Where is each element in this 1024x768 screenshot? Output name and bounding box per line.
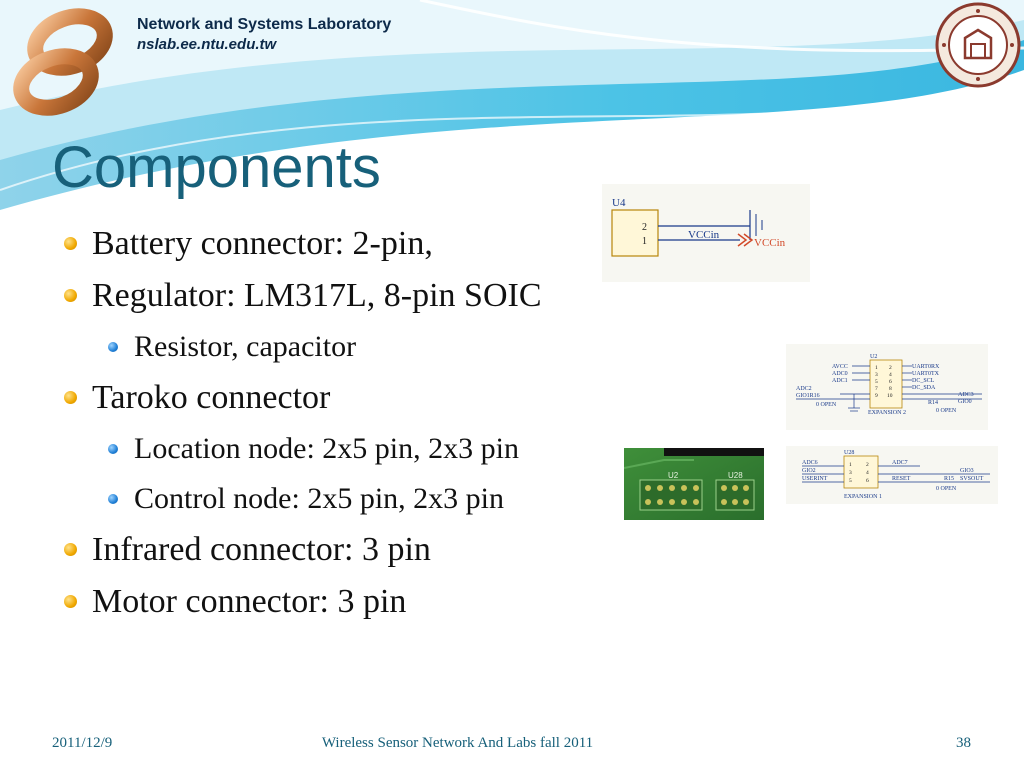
u2-open-left: 0 OPEN xyxy=(816,402,837,408)
footer-page-number: 38 xyxy=(956,735,971,751)
u2-gio0: GIO0 xyxy=(958,399,972,405)
pcb-label-u2: U2 xyxy=(668,471,679,480)
bullet-list: Battery connector: 2-pin, Regulator: LM3… xyxy=(62,220,542,630)
bullet-item: Motor connector: 3 pin xyxy=(62,578,542,630)
svg-text:9: 9 xyxy=(875,393,878,399)
u2-ref: U2 xyxy=(870,354,877,360)
bullet-text: Location node: 2x5 pin, 2x3 pin xyxy=(134,432,519,465)
svg-text:5: 5 xyxy=(875,379,878,385)
bullet-text: Battery connector: 2-pin, xyxy=(92,225,433,262)
svg-text:2: 2 xyxy=(866,462,869,468)
bullet-dot-icon xyxy=(64,289,77,302)
bullet-dot-icon xyxy=(64,237,77,250)
footer-course: Wireless Sensor Network And Labs fall 20… xyxy=(321,735,594,751)
u28-right-label: ADC7 xyxy=(892,460,908,466)
svg-text:6: 6 xyxy=(866,478,869,484)
lab-name: Network and Systems Laboratory xyxy=(137,16,392,33)
u4-net-port: VCCin xyxy=(754,237,786,249)
sub-bullet-item: Control node: 2x5 pin, 2x3 pin xyxy=(62,476,542,526)
bullet-text: Regulator: LM317L, 8-pin SOIC xyxy=(92,277,542,314)
nslab-logo-icon xyxy=(13,8,113,116)
u2-right-label: DC_SDA xyxy=(912,385,936,391)
u28-expansion: EXPANSION 1 xyxy=(844,494,882,500)
u2-open-right: 0 OPEN xyxy=(936,408,957,414)
footer-date: 2011/12/9 xyxy=(52,735,113,751)
u4-pin-top: 2 xyxy=(642,222,647,233)
u4-net-label: VCCin xyxy=(688,229,720,241)
u2-right-label: DC_SCL xyxy=(912,378,935,384)
u2-adc2: ADC2 xyxy=(796,386,812,392)
u2-expansion: EXPANSION 2 xyxy=(868,410,906,416)
svg-text:1: 1 xyxy=(875,365,878,371)
u2-right-label: UART0RX xyxy=(912,364,940,370)
u4-pin-bottom: 1 xyxy=(642,236,647,247)
u2-left-label: AVCC xyxy=(832,364,848,370)
u28-svsout: SVSOUT xyxy=(960,476,984,482)
bullet-text: Infrared connector: 3 pin xyxy=(92,531,431,568)
svg-text:2: 2 xyxy=(889,365,892,371)
svg-text:8: 8 xyxy=(889,386,892,392)
bullet-item: Infrared connector: 3 pin xyxy=(62,526,542,578)
bullet-text: Motor connector: 3 pin xyxy=(92,583,407,620)
bullet-item: Regulator: LM317L, 8-pin SOIC xyxy=(62,272,542,324)
svg-text:5: 5 xyxy=(849,478,852,484)
u28-gio3: GIO3 xyxy=(960,468,974,474)
u28-r15: R15 xyxy=(944,476,954,482)
slide-title: Components xyxy=(52,135,381,200)
u28-right-label: RESET xyxy=(892,476,911,482)
u2-right-label: UART0TX xyxy=(912,371,940,377)
sub-bullet-item: Location node: 2x5 pin, 2x3 pin xyxy=(62,426,542,476)
u28-ref: U28 xyxy=(844,450,854,456)
sub-bullet-item: Resistor, capacitor xyxy=(62,324,542,374)
u28-left-label: USERINT xyxy=(802,476,828,482)
u28-left-label: ADC6 xyxy=(802,460,818,466)
svg-text:4: 4 xyxy=(866,470,869,476)
u28-left-label: GIO2 xyxy=(802,468,816,474)
sub-bullet-dot-icon xyxy=(108,444,118,454)
u2-left-label: ADC1 xyxy=(832,378,848,384)
svg-text:1: 1 xyxy=(849,462,852,468)
pcb-photo: U2 U28 xyxy=(624,448,764,520)
svg-text:4: 4 xyxy=(889,372,892,378)
pcb-label-u28: U28 xyxy=(728,471,743,480)
schematic-u28-expansion1: U28 ADC6 GIO2 USERINT ADC7 RESET R15 SVS… xyxy=(786,446,998,504)
university-seal-icon xyxy=(935,2,1021,88)
bullet-item: Taroko connector xyxy=(62,374,542,426)
bullet-item: Battery connector: 2-pin, xyxy=(62,220,542,272)
schematic-u2-expansion2: U2 AVCC ADC0 ADC1 UART0RX UART0TX DC_SCL… xyxy=(786,344,988,430)
u2-left-label: ADC0 xyxy=(832,371,848,377)
bullet-dot-icon xyxy=(64,543,77,556)
bullet-text: Resistor, capacitor xyxy=(134,330,357,363)
sub-bullet-dot-icon xyxy=(108,342,118,352)
header-banner xyxy=(0,0,1024,210)
svg-text:7: 7 xyxy=(875,386,878,392)
bullet-dot-icon xyxy=(64,391,77,404)
u4-ref: U4 xyxy=(612,197,626,209)
u2-adc3: ADC3 xyxy=(958,392,974,398)
u2-r14: R14 xyxy=(928,400,938,406)
svg-text:3: 3 xyxy=(849,470,852,476)
svg-text:3: 3 xyxy=(875,372,878,378)
bullet-text: Control node: 2x5 pin, 2x3 pin xyxy=(134,482,504,515)
svg-text:6: 6 xyxy=(889,379,892,385)
svg-text:10: 10 xyxy=(887,393,893,399)
bullet-text: Taroko connector xyxy=(92,379,331,416)
u2-gio1r16: GIO1R16 xyxy=(796,393,820,399)
bullet-dot-icon xyxy=(64,595,77,608)
lab-url: nslab.ee.ntu.edu.tw xyxy=(137,36,277,53)
u28-open: 0 OPEN xyxy=(936,486,957,492)
schematic-u4-battery-connector: U4 2 1 VCCin VCCin xyxy=(602,184,810,282)
sub-bullet-dot-icon xyxy=(108,494,118,504)
